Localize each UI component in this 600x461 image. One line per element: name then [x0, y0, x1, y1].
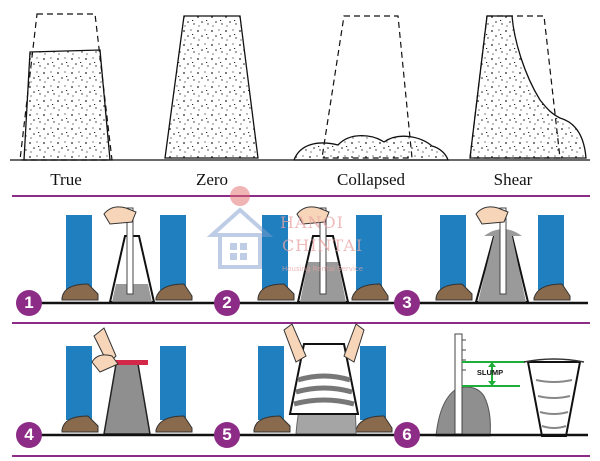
step-3-badge: 3	[394, 290, 420, 316]
slump-types-panel	[10, 13, 590, 161]
label-true: True	[50, 170, 82, 189]
collapsed-slump-shape	[293, 15, 449, 161]
step-6-illustration	[435, 333, 585, 437]
label-collapsed: Collapsed	[337, 170, 405, 189]
step-1-illustration	[61, 206, 193, 303]
label-shear: Shear	[493, 170, 533, 189]
step-4-illustration	[61, 327, 193, 435]
shear-slump-shape	[469, 15, 587, 159]
step-5-badge: 5	[214, 422, 240, 448]
true-slump-shape	[19, 13, 113, 161]
label-zero: Zero	[195, 170, 229, 189]
step-5-illustration	[253, 323, 393, 435]
zero-slump-shape	[164, 15, 259, 159]
step-6-badge: 6	[394, 422, 420, 448]
watermark-line-1: HANOI	[280, 213, 344, 232]
watermark-line-3: Housing Rental Service	[282, 265, 364, 273]
step-4-badge: 4	[16, 422, 42, 448]
watermark-line-2: CHINTAI	[282, 236, 364, 255]
step-1-badge: 1	[16, 290, 42, 316]
step-3-illustration	[435, 206, 571, 303]
step-2-badge: 2	[214, 290, 240, 316]
step-2-illustration	[257, 206, 389, 303]
watermark-house-logo	[206, 186, 274, 269]
slump-measurement-label: SLUMP	[476, 368, 504, 377]
